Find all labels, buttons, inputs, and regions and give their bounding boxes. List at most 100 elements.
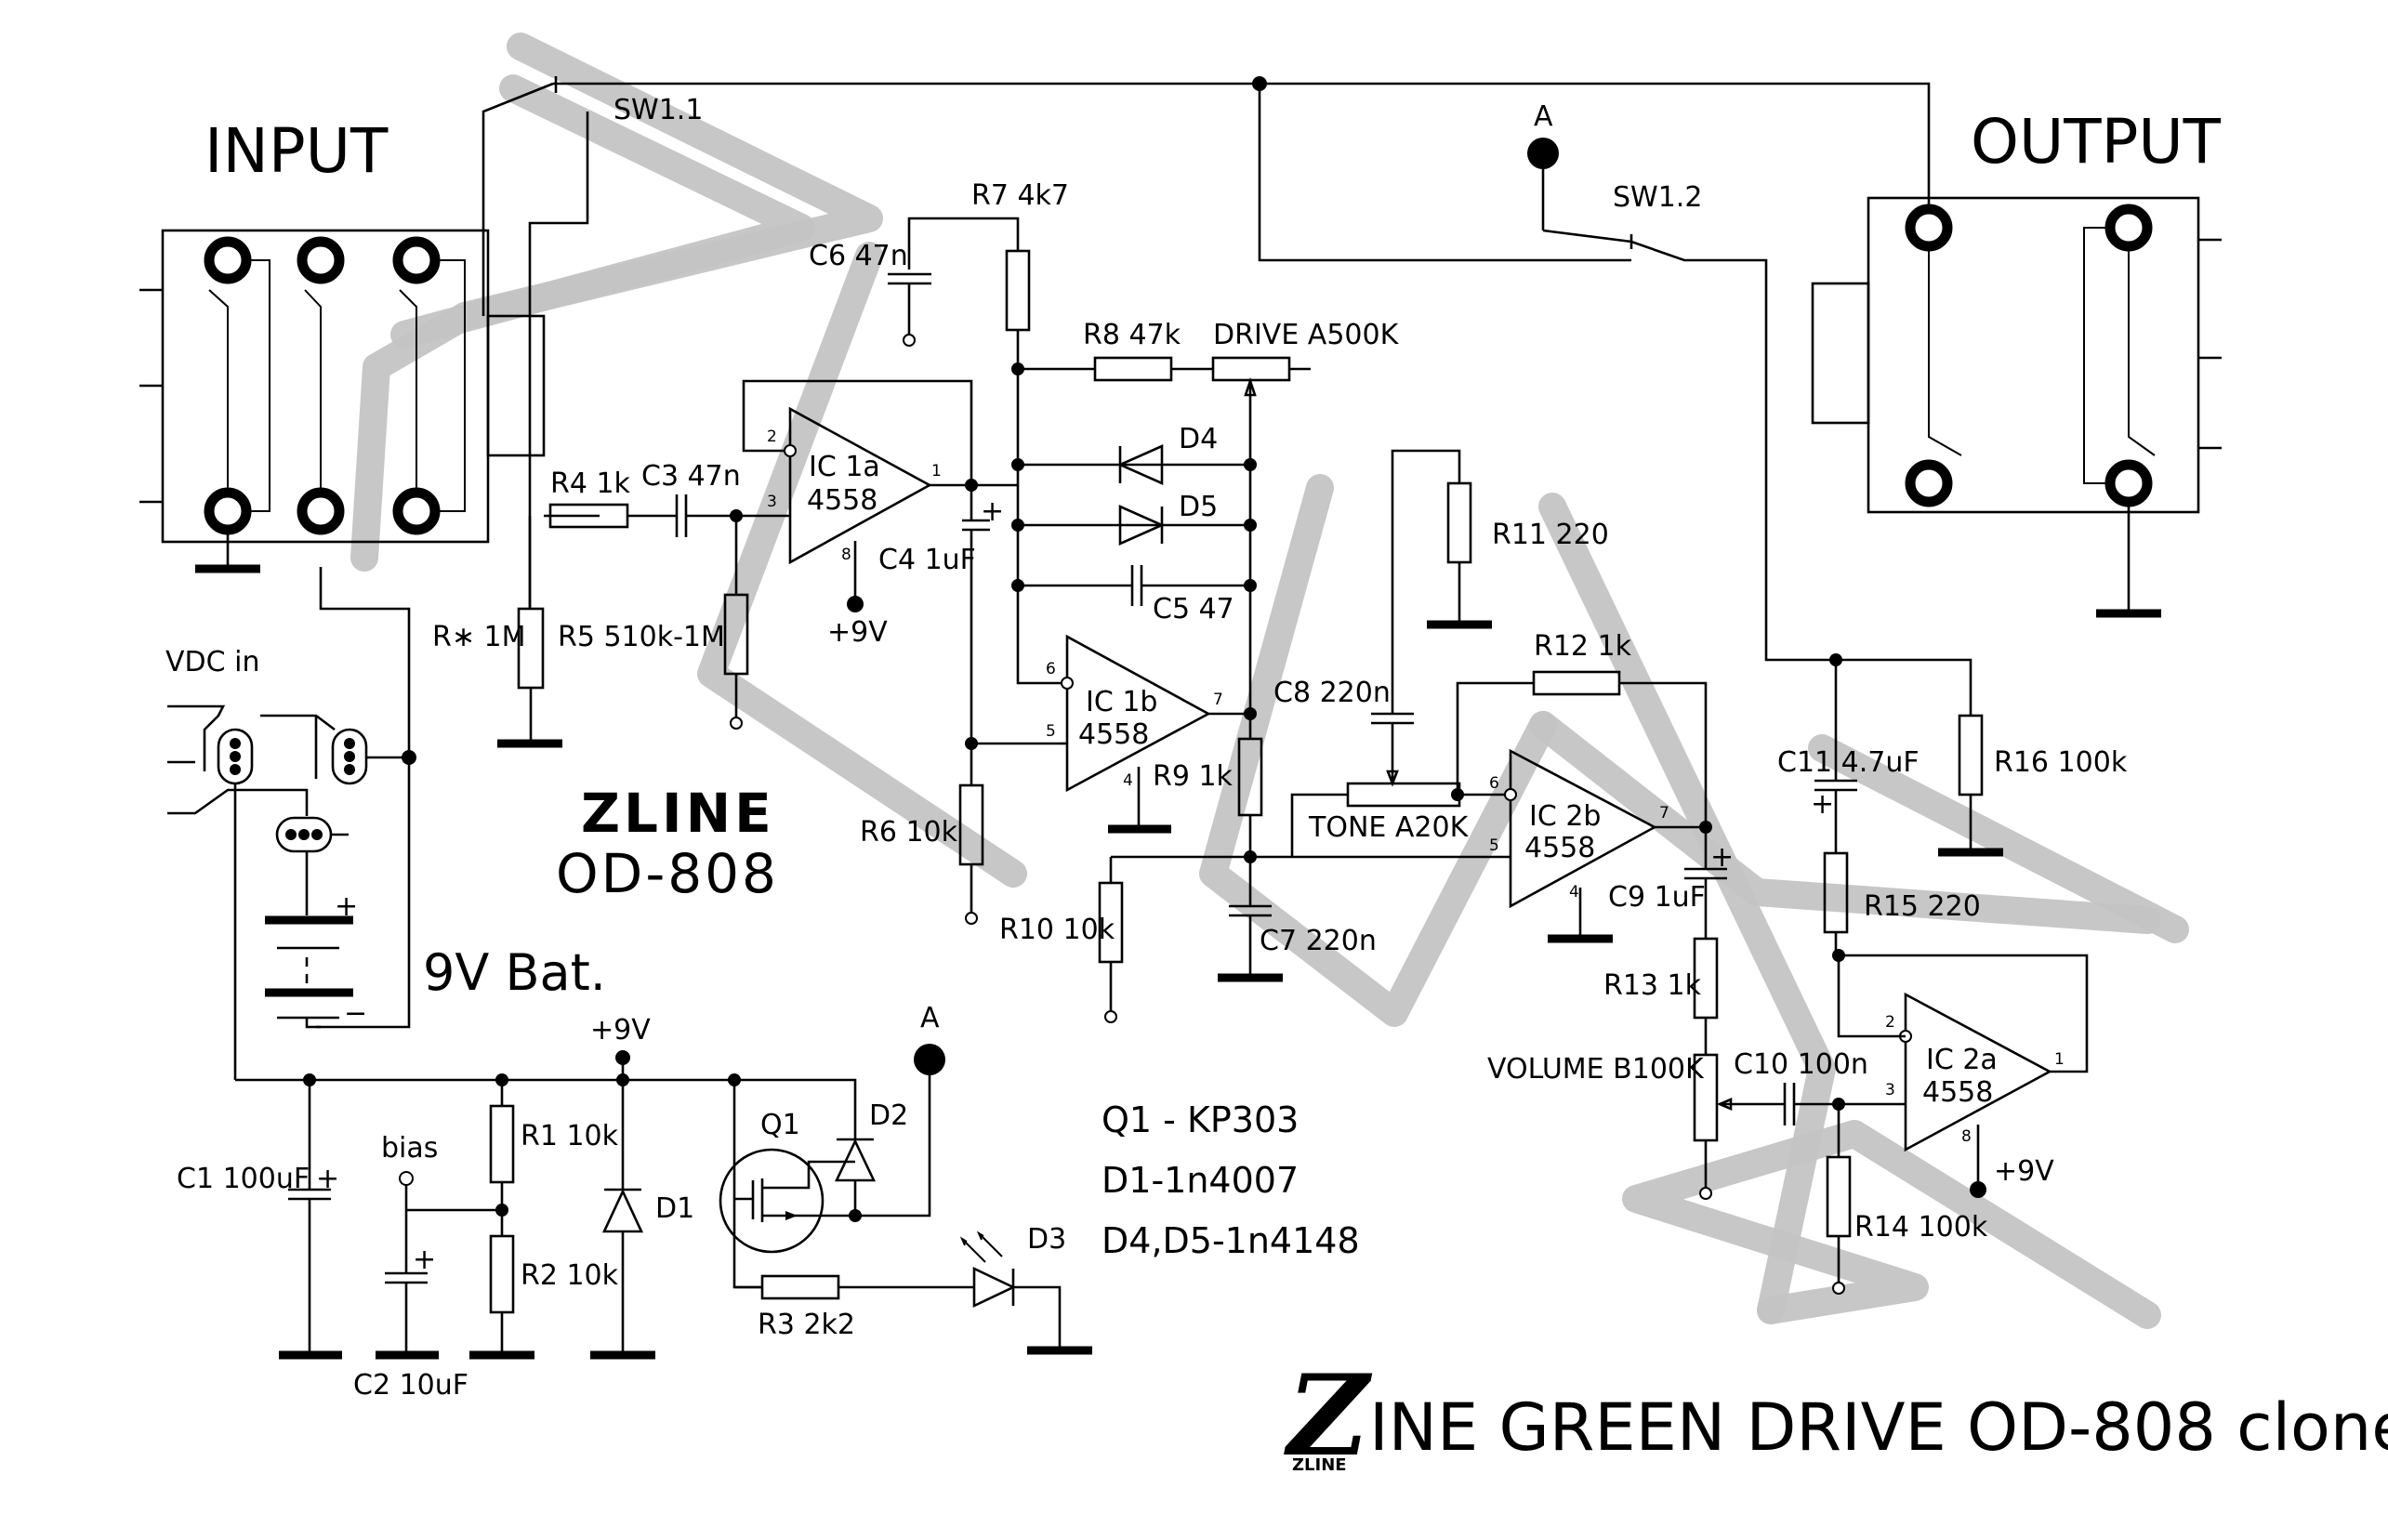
- ic2b-type: 4558: [1524, 832, 1595, 864]
- ic1b-type: 4558: [1078, 718, 1149, 751]
- c9-plus: +: [1710, 841, 1734, 874]
- svg-text:7: 7: [1659, 804, 1669, 823]
- r-star-label: R∗ 1M: [432, 621, 526, 653]
- drive-label: DRIVE A500K: [1213, 319, 1400, 351]
- node-a-top-label: A: [1534, 100, 1553, 133]
- ic1b-name: IC 1b: [1086, 686, 1157, 718]
- c9-label: C9 1uF: [1608, 881, 1706, 914]
- q1-label: Q1: [760, 1109, 800, 1141]
- tone-label: TONE A20K: [1308, 811, 1470, 844]
- r12-label: R12 1k: [1534, 630, 1632, 663]
- input-jack: INPUT: [139, 115, 546, 573]
- r4-label: R4 1k: [550, 467, 631, 500]
- r15-label: R15 220: [1864, 890, 1981, 923]
- c4-label: C4 1uF: [878, 544, 976, 576]
- c7-label: C7 220n: [1260, 925, 1377, 957]
- sw1-1-label: SW1.1: [613, 94, 703, 126]
- ic2a-name: IC 2a: [1926, 1044, 1998, 1076]
- input-buffer: R∗ 1M R4 1k C3 47n R5 510k-1M: [432, 460, 790, 748]
- title-text: INE GREEN DRIVE OD-808 clone: [1369, 1389, 2388, 1466]
- svg-text:1: 1: [2054, 1050, 2065, 1069]
- bypass-switch: SW1.1 A SW1.2: [482, 76, 1931, 662]
- c2-label: C2 10uF: [353, 1369, 468, 1402]
- svg-text:6: 6: [1046, 660, 1056, 678]
- c4-plus: +: [981, 495, 1004, 528]
- d1-label: D1: [655, 1192, 694, 1225]
- ic1a-type: 4558: [807, 484, 877, 517]
- r10-label: R10 10k: [999, 914, 1115, 946]
- r11-label: R11 220: [1492, 519, 1609, 551]
- svg-text:1: 1: [931, 462, 942, 480]
- svg-text:3: 3: [767, 493, 777, 511]
- parts-list: Q1 - KP303 D1-1n4007 D4,D5-1n4148: [1102, 1099, 1360, 1261]
- svg-text:8: 8: [841, 546, 851, 564]
- svg-text:4: 4: [1123, 771, 1133, 790]
- c3-label: C3 47n: [641, 460, 741, 493]
- r6-label: R6 10k: [860, 816, 958, 849]
- svg-text:5: 5: [1046, 722, 1056, 741]
- svg-text:6: 6: [1489, 774, 1499, 793]
- ic2b-name: IC 2b: [1529, 800, 1601, 833]
- d3-label: D3: [1027, 1223, 1066, 1256]
- r9-label: R9 1k: [1153, 760, 1234, 793]
- c1-label: C1 100uF: [177, 1163, 310, 1195]
- schematic-title: Z ZLINE INE GREEN DRIVE OD-808 clone: [1284, 1350, 2388, 1481]
- volume-label: VOLUME B100K: [1487, 1053, 1705, 1086]
- d5-label: D5: [1179, 491, 1218, 523]
- output-jack: OUTPUT: [1811, 106, 2222, 618]
- parts-list-item: Q1 - KP303: [1102, 1099, 1299, 1140]
- supply-rail-label: +9V: [590, 1014, 651, 1046]
- r14-label: R14 100k: [1854, 1211, 1988, 1244]
- c11-label: C11 4.7uF: [1777, 746, 1920, 779]
- ic2b-opamp: IC 2b 4558 6 5 7 4 R12 1k + C9 1uF R13 1…: [1292, 630, 1906, 1200]
- svg-text:2: 2: [1885, 1013, 1895, 1032]
- battery-plus: +: [335, 890, 358, 923]
- r5-label: R5 510k-1M: [558, 621, 725, 653]
- r3-label: R3 2k2: [758, 1309, 855, 1341]
- r8-label: R8 47k: [1083, 319, 1181, 351]
- c6-label: C6 47n: [809, 240, 908, 272]
- c11-plus: +: [1811, 788, 1834, 821]
- ic2a-supply-label: +9V: [1994, 1155, 2054, 1188]
- svg-text:5: 5: [1489, 836, 1499, 855]
- svg-text:8: 8: [1961, 1127, 1972, 1146]
- svg-text:7: 7: [1213, 691, 1223, 709]
- r13-label: R13 1k: [1603, 969, 1702, 1002]
- power-section: VDC in + − 9V Bat.: [165, 567, 1092, 1402]
- d2-label: D2: [869, 1099, 908, 1132]
- tone-stage: C8 220n R11 220 TONE A20K: [1273, 449, 1609, 857]
- r2-label: R2 10k: [521, 1259, 619, 1292]
- ic2a-type: 4558: [1922, 1076, 1993, 1109]
- battery-minus: −: [344, 997, 367, 1030]
- r1-label: R1 10k: [521, 1120, 619, 1152]
- brand-model: OD-808: [556, 842, 779, 905]
- output-label: OUTPUT: [1971, 106, 2222, 178]
- title-small-logo: ZLINE: [1292, 1455, 1347, 1475]
- svg-text:3: 3: [1885, 1081, 1895, 1099]
- c2-plus: +: [413, 1244, 436, 1276]
- c10-label: C10 100n: [1734, 1048, 1868, 1081]
- ic1b-opamp: IC 1b 4558 6 5 7 4 R9 1k R10 10k C7 220n: [999, 634, 1377, 1023]
- brand-logo: ZLINE: [581, 782, 775, 845]
- dc-jack-label: VDC in: [165, 646, 259, 678]
- parts-list-item: D1-1n4007: [1102, 1160, 1299, 1201]
- r16-label: R16 100k: [1994, 746, 2128, 779]
- svg-text:2: 2: [767, 428, 777, 446]
- title-letter: Z: [1284, 1350, 1373, 1481]
- c1-plus: +: [316, 1163, 339, 1195]
- input-label: INPUT: [204, 115, 389, 187]
- sw1-2-label: SW1.2: [1613, 181, 1702, 214]
- r7-label: R7 4k7: [971, 179, 1069, 212]
- c8-label: C8 220n: [1273, 677, 1391, 709]
- svg-text:4: 4: [1569, 883, 1579, 902]
- ic1a-supply-label: +9V: [827, 616, 888, 649]
- ic1a-opamp: IC 1a 4558 2 3 1 8 +9V: [742, 379, 1018, 649]
- ic2a-opamp: IC 2a 4558 2 3 1 8 +9V R14 100k R16 100k…: [1777, 653, 2128, 1295]
- ic1a-name: IC 1a: [809, 451, 880, 483]
- bias-label: bias: [381, 1132, 438, 1165]
- watermark: [350, 33, 2189, 1329]
- parts-list-item: D4,D5-1n4148: [1102, 1220, 1360, 1261]
- clipping-stage: R7 4k7 C6 47n R8 47k DRIVE A500K D4 D5: [809, 179, 1400, 925]
- battery-label: 9V Bat.: [423, 943, 606, 1002]
